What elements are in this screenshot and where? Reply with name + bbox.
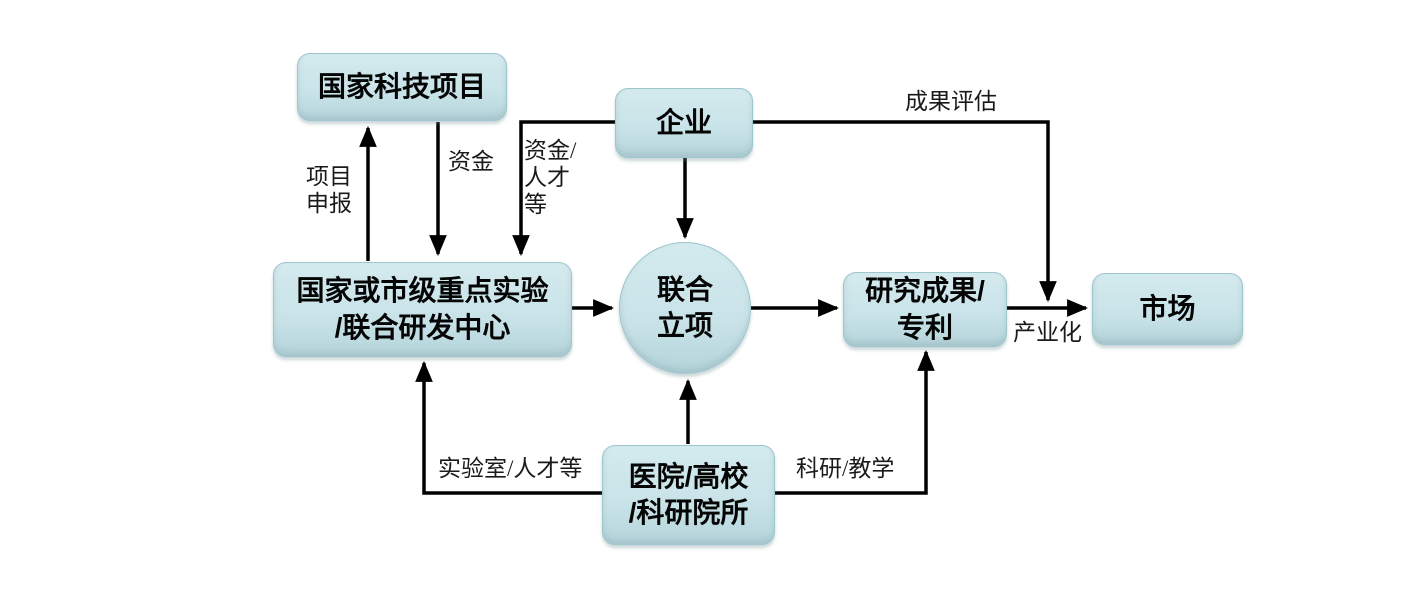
edge-label-industrialization: 产业化 <box>1013 320 1082 345</box>
node-hospital-university-institute: 医院/高校 /科研院所 <box>602 445 775 545</box>
edge-label-research-teaching: 科研/教学 <box>796 456 895 481</box>
edge-label-lab-talent: 实验室/人才等 <box>438 456 583 481</box>
edge-label-funds: 资金 <box>448 149 494 174</box>
edge-label-project-application: 项目 申报 <box>306 164 352 217</box>
node-market: 市场 <box>1092 273 1243 345</box>
node-research-results-patents: 研究成果/ 专利 <box>843 272 1007 347</box>
node-joint-project-establishment: 联合 立项 <box>619 242 751 374</box>
node-national-science-project: 国家科技项目 <box>297 53 507 121</box>
edge-label-funds-talent: 资金/ 人才 等 <box>524 138 577 218</box>
edge-label-result-evaluation: 成果评估 <box>905 89 997 114</box>
node-enterprise: 企业 <box>615 88 753 158</box>
node-key-lab-joint-rd-center: 国家或市级重点实验 /联合研发中心 <box>273 262 572 357</box>
